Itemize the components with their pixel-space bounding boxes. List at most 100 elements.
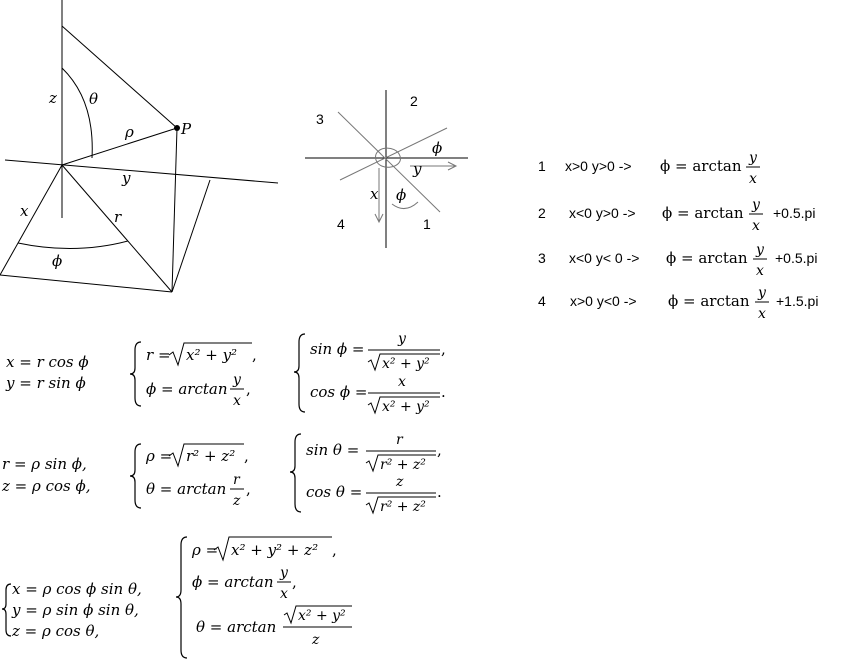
frac-den: z <box>311 632 320 648</box>
row-frac-num: y <box>751 197 761 213</box>
row-frac-den: x <box>756 263 764 279</box>
row-frac-den: x <box>758 306 766 322</box>
formula-phi-arctan: ϕ = arctan <box>192 573 273 591</box>
table-row: 1 x>0 y>0 -> ϕ = arctan y x <box>538 150 760 187</box>
gray-arc-bottom <box>391 201 419 209</box>
formula-theta-arctan: θ = arctan <box>196 618 276 636</box>
formula-cos-theta: cos θ = <box>306 483 362 501</box>
row-offset: +0.5.pi <box>773 205 815 221</box>
left-brace <box>129 443 142 509</box>
sqrt-sign <box>365 454 436 473</box>
sqrt-radicand: r² + z² <box>186 447 235 465</box>
quadrant-2-label: 2 <box>410 93 418 109</box>
formula-rho-eq: ρ = <box>191 541 218 559</box>
row-lhs: ϕ = arctan <box>668 292 750 310</box>
row-offset: +1.5.pi <box>776 293 818 309</box>
point-p-dot <box>174 125 180 131</box>
sqrt-sign <box>367 396 440 415</box>
sqrt-radicand: x² + y² <box>382 356 430 372</box>
sqrt-radicand: x² + y² <box>186 346 237 364</box>
rho-line <box>61 127 178 166</box>
comma: , <box>292 573 297 591</box>
quadrant-y-label: y <box>412 160 422 178</box>
row-number: 3 <box>538 250 546 266</box>
row-lhs: ϕ = arctan <box>666 249 748 267</box>
sqrt-sign <box>168 342 252 367</box>
quadrant-1-label: 1 <box>423 216 431 232</box>
sqrt-radicand: r² + z² <box>380 457 426 473</box>
left-brace <box>293 333 306 413</box>
formula-x-spherical: x = ρ cos ϕ sin θ, <box>12 580 142 598</box>
left-brace <box>175 536 188 659</box>
spherical-3d-diagram: z θ ρ P y x r ϕ <box>0 0 279 293</box>
period: . <box>441 383 446 401</box>
gray-arrow-right-head <box>447 161 458 171</box>
row-frac-den: x <box>752 218 760 234</box>
quadrant-4-label: 4 <box>337 216 345 232</box>
sqrt-radicand: x² + y² <box>382 399 430 415</box>
sqrt-sign <box>168 443 244 468</box>
frac-den: z <box>232 493 241 509</box>
formula-sin-phi: sin ϕ = <box>310 340 365 358</box>
sqrt-radicand: x² + y² <box>298 608 346 624</box>
comma: , <box>246 380 251 398</box>
row-condition: x>0 y<0 -> <box>570 293 637 309</box>
formula-theta-arctan: θ = arctan <box>146 480 226 498</box>
z-label: z <box>48 89 57 107</box>
sqrt-sign <box>367 353 440 372</box>
period: . <box>437 483 442 501</box>
left-brace <box>1 583 12 637</box>
row-number: 2 <box>538 205 546 221</box>
formula-x-r-cos: x = r cos ϕ <box>6 353 89 371</box>
sqrt-sign <box>365 496 436 515</box>
sqrt-sign <box>283 605 352 625</box>
formula-r-rho-sin: r = ρ sin ϕ, <box>2 455 87 473</box>
row-lhs: ϕ = arctan <box>662 204 744 222</box>
comma: , <box>441 340 446 358</box>
frac-num: z <box>395 474 404 490</box>
comma: , <box>252 346 257 364</box>
frac-den: x <box>280 586 288 602</box>
quadrant-x-label: x <box>370 185 379 203</box>
frac-num: y <box>232 372 242 388</box>
row-condition: x<0 y< 0 -> <box>569 250 639 266</box>
quadrant-phi-bottom-label: ϕ <box>396 186 406 204</box>
quadrant-phi-top-label: ϕ <box>432 139 442 157</box>
gray-arrow-down-head <box>374 213 384 224</box>
frac-num: r <box>396 432 404 448</box>
frac-num: y <box>397 331 407 347</box>
comma: , <box>244 447 249 465</box>
x-axis-line <box>0 164 63 276</box>
r-line <box>61 164 173 293</box>
y-label: y <box>121 169 131 187</box>
formula-group-cartesian-spherical: x = ρ cos ϕ sin θ, y = ρ sin ϕ sin θ, z … <box>1 536 352 659</box>
frac-num: x <box>398 374 406 390</box>
y-axis-line <box>4 159 279 184</box>
formula-sin-theta: sin θ = <box>306 441 359 459</box>
row-frac-num: y <box>748 150 758 166</box>
comma: , <box>246 480 251 498</box>
formula-r-eq: r = <box>146 346 171 364</box>
quadrant-table: 1 x>0 y>0 -> ϕ = arctan y x 2 x<0 y>0 ->… <box>538 150 818 322</box>
row-frac-num: y <box>755 242 765 258</box>
formula-group-cartesian-cylindrical: x = r cos ϕ y = r sin ϕ r = x² + y² , ϕ … <box>5 331 446 415</box>
left-brace <box>129 341 142 407</box>
r-label: r <box>114 208 122 226</box>
x-label: x <box>20 202 29 220</box>
phi-arc <box>17 240 129 250</box>
sqrt-sign <box>213 536 332 562</box>
frac-den: x <box>233 393 241 409</box>
diagonal-line-b <box>339 127 448 181</box>
row-condition: x>0 y>0 -> <box>565 158 632 174</box>
row-offset: +0.5.pi <box>775 250 817 266</box>
formula-phi-arctan: ϕ = arctan <box>146 380 227 398</box>
table-row: 4 x>0 y<0 -> ϕ = arctan y x +1.5.pi <box>538 285 818 322</box>
frac-num: y <box>279 565 289 581</box>
base-right-edge <box>171 179 211 293</box>
quadrant-diagram: 2 3 4 1 ϕ y x ϕ <box>305 90 468 248</box>
projection-to-z <box>61 25 178 129</box>
frac-num: r <box>233 472 241 488</box>
row-lhs: ϕ = arctan <box>660 157 742 175</box>
phi-label: ϕ <box>52 252 62 270</box>
